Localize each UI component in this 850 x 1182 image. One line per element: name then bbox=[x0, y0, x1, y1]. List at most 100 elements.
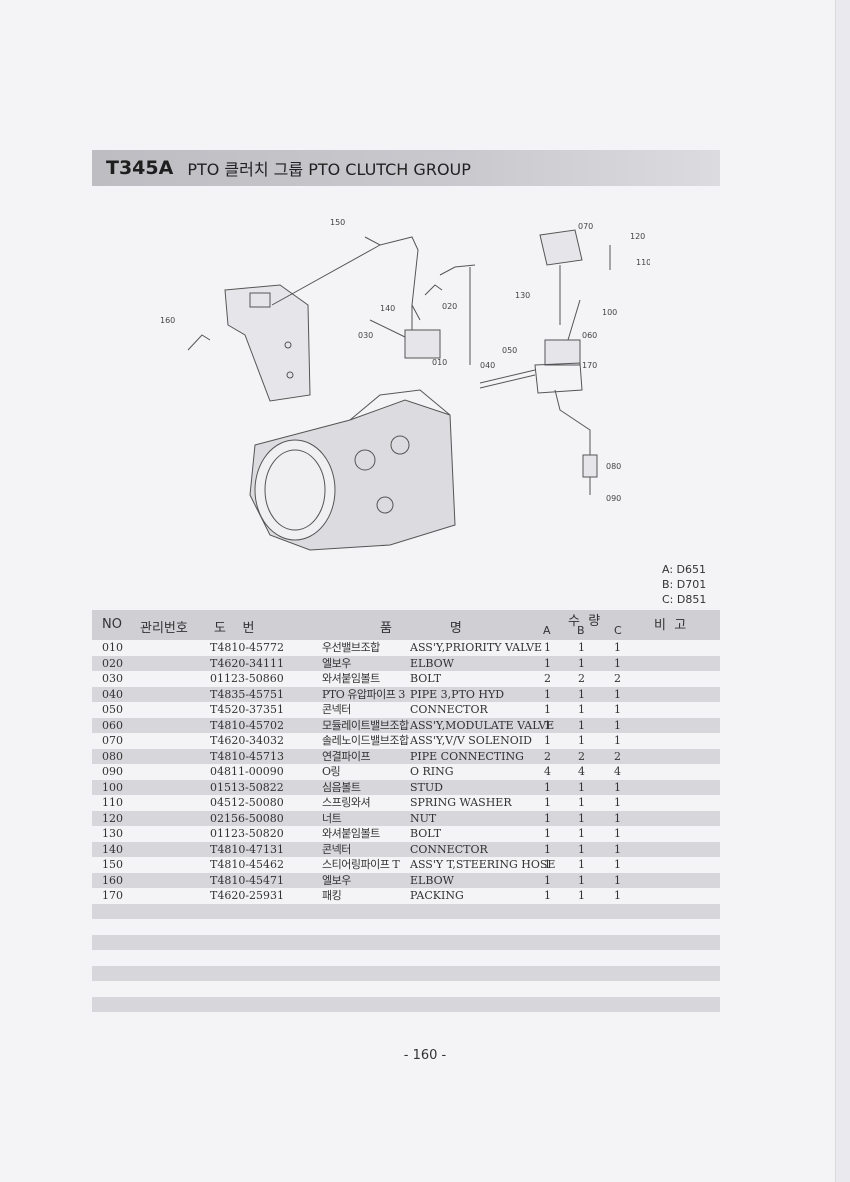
cell-no: 160 bbox=[102, 873, 123, 887]
cell-qty-b: 1 bbox=[578, 842, 585, 856]
cell-name-kor: O링 bbox=[322, 765, 341, 778]
table-header: NO 관리번호 도 번 품 명 수 량 A B C 비 고 bbox=[92, 610, 720, 640]
cell-name-eng: SPRING WASHER bbox=[410, 796, 512, 809]
cell-part-no: 01123-50820 bbox=[210, 827, 284, 840]
cell-qty-b: 1 bbox=[578, 734, 585, 747]
table-row: 150 T4810-45462 스티어링파이프 T ASS'Y T,STEERI… bbox=[92, 857, 720, 873]
cell-part-no: 04512-50080 bbox=[210, 796, 284, 809]
cell-qty-a: 1 bbox=[544, 703, 551, 716]
cell-qty-a: 4 bbox=[544, 765, 551, 778]
cell-qty-c: 1 bbox=[614, 734, 621, 747]
cell-no: 050 bbox=[102, 703, 123, 716]
cell-name-eng: ASS'Y,PRIORITY VALVE bbox=[410, 641, 543, 654]
table-row: 120 02156-50080 너트 NUT 1 1 1 bbox=[92, 810, 720, 826]
cell-part-no: 04811-00090 bbox=[210, 765, 284, 778]
cell-part-no: 01513-50822 bbox=[210, 780, 284, 794]
callout-040: 040 bbox=[480, 361, 495, 370]
cell-qty-c: 1 bbox=[614, 858, 621, 871]
parts-table: NO 관리번호 도 번 품 명 수 량 A B C 비 고 010 T4810-… bbox=[92, 610, 720, 1012]
table-row: 030 01123-50860 와셔붙임볼트 BOLT 2 2 2 bbox=[92, 671, 720, 687]
cell-part-no: T4835-45751 bbox=[210, 687, 285, 701]
cell-part-no: T4620-34111 bbox=[210, 656, 285, 670]
callout-140: 140 bbox=[380, 304, 395, 313]
cell-name-kor: 연결파이프 bbox=[322, 749, 371, 763]
cell-qty-c: 1 bbox=[614, 842, 621, 856]
cell-qty-c: 1 bbox=[614, 873, 621, 887]
cell-name-eng: BOLT bbox=[410, 672, 442, 685]
cell-name-kor: 콘넥터 bbox=[322, 703, 351, 716]
cell-no: 140 bbox=[102, 842, 123, 856]
cell-name-eng: PIPE CONNECTING bbox=[410, 749, 524, 763]
cell-qty-b: 4 bbox=[578, 765, 585, 778]
cell-qty-c: 1 bbox=[614, 889, 621, 902]
cell-part-no: T4810-45713 bbox=[210, 749, 285, 763]
cell-qty-c: 1 bbox=[614, 811, 621, 825]
cell-name-eng: PIPE 3,PTO HYD bbox=[410, 687, 505, 701]
cell-qty-a: 1 bbox=[544, 796, 551, 809]
cell-qty-b: 1 bbox=[578, 703, 585, 716]
cell-qty-c: 1 bbox=[614, 656, 621, 670]
header-part-name: 품 명 bbox=[380, 621, 462, 636]
header-quantity: 수 량 bbox=[568, 614, 601, 629]
callout-030: 030 bbox=[358, 331, 373, 340]
cell-name-eng: CONNECTOR bbox=[410, 703, 488, 716]
cell-qty-b: 1 bbox=[578, 796, 585, 809]
cell-part-no: T4620-25931 bbox=[210, 889, 285, 902]
cell-name-eng: ASS'Y,MODULATE VALVE bbox=[410, 718, 555, 732]
cell-qty-a: 1 bbox=[544, 842, 551, 856]
empty-table-row bbox=[92, 919, 720, 935]
cell-name-kor: 스티어링파이프 T bbox=[322, 858, 400, 871]
cell-name-kor: PTO 유압파이프 3 bbox=[322, 687, 405, 701]
cell-qty-b: 1 bbox=[578, 889, 585, 902]
cell-part-no: T4810-45462 bbox=[210, 858, 285, 871]
cell-no: 120 bbox=[102, 811, 123, 825]
section-code: T345A bbox=[106, 157, 174, 179]
cell-no: 100 bbox=[102, 780, 123, 794]
cell-qty-a: 1 bbox=[544, 718, 551, 732]
cell-no: 070 bbox=[102, 734, 123, 747]
section-title-bar: T345A PTO 클러치 그룹 PTO CLUTCH GROUP bbox=[92, 150, 720, 186]
cell-qty-a: 1 bbox=[544, 641, 551, 654]
cell-name-eng: ELBOW bbox=[410, 873, 454, 887]
cell-part-no: 01123-50860 bbox=[210, 672, 284, 685]
table-row: 110 04512-50080 스프링와셔 SPRING WASHER 1 1 … bbox=[92, 795, 720, 811]
cell-name-kor: 콘넥터 bbox=[322, 842, 351, 856]
empty-table-row bbox=[92, 903, 720, 919]
cell-name-eng: PACKING bbox=[410, 889, 464, 902]
empty-table-row bbox=[92, 981, 720, 997]
callout-170: 170 bbox=[582, 361, 597, 370]
callout-110: 110 bbox=[636, 258, 650, 267]
cell-qty-b: 2 bbox=[578, 749, 585, 763]
table-row: 130 01123-50820 와셔붙임볼트 BOLT 1 1 1 bbox=[92, 826, 720, 842]
table-row: 040 T4835-45751 PTO 유압파이프 3 PIPE 3,PTO H… bbox=[92, 686, 720, 702]
header-qty-a: A bbox=[543, 624, 551, 637]
exploded-parts-diagram: 150 070 120 110 020 130 160 140 100 030 … bbox=[160, 218, 650, 551]
cell-part-no: T4520-37351 bbox=[210, 703, 285, 716]
cell-qty-a: 1 bbox=[544, 656, 551, 670]
cell-name-kor: 스프링와셔 bbox=[322, 796, 371, 809]
cell-name-eng: O RING bbox=[410, 765, 454, 778]
header-mgmt-no: 관리번호 bbox=[140, 621, 188, 636]
header-qty-c: C bbox=[614, 624, 622, 637]
cell-name-eng: CONNECTOR bbox=[410, 842, 488, 856]
cell-qty-a: 1 bbox=[544, 687, 551, 701]
header-no: NO bbox=[102, 617, 122, 632]
table-row: 070 T4620-34032 솔레노이드밸브조합 ASS'Y,V/V SOLE… bbox=[92, 733, 720, 749]
cell-part-no: T4810-45702 bbox=[210, 718, 285, 732]
cell-name-kor: 너트 bbox=[322, 811, 342, 825]
cell-qty-c: 1 bbox=[614, 827, 621, 840]
cell-name-eng: ELBOW bbox=[410, 656, 454, 670]
cell-no: 170 bbox=[102, 889, 123, 902]
cell-name-kor: 패킹 bbox=[322, 889, 342, 902]
cell-name-kor: 모듈레이트밸브조합 bbox=[322, 718, 409, 732]
table-row: 080 T4810-45713 연결파이프 PIPE CONNECTING 2 … bbox=[92, 748, 720, 764]
callout-130: 130 bbox=[515, 291, 530, 300]
cell-qty-c: 1 bbox=[614, 796, 621, 809]
cell-qty-b: 1 bbox=[578, 858, 585, 871]
cell-part-no: T4810-45772 bbox=[210, 641, 285, 654]
cell-part-no: T4810-47131 bbox=[210, 842, 285, 856]
cell-qty-b: 1 bbox=[578, 780, 585, 794]
cell-name-kor: 솔레노이드밸브조합 bbox=[322, 734, 409, 747]
legend-b: B: D701 bbox=[662, 578, 707, 591]
table-row: 170 T4620-25931 패킹 PACKING 1 1 1 bbox=[92, 888, 720, 904]
